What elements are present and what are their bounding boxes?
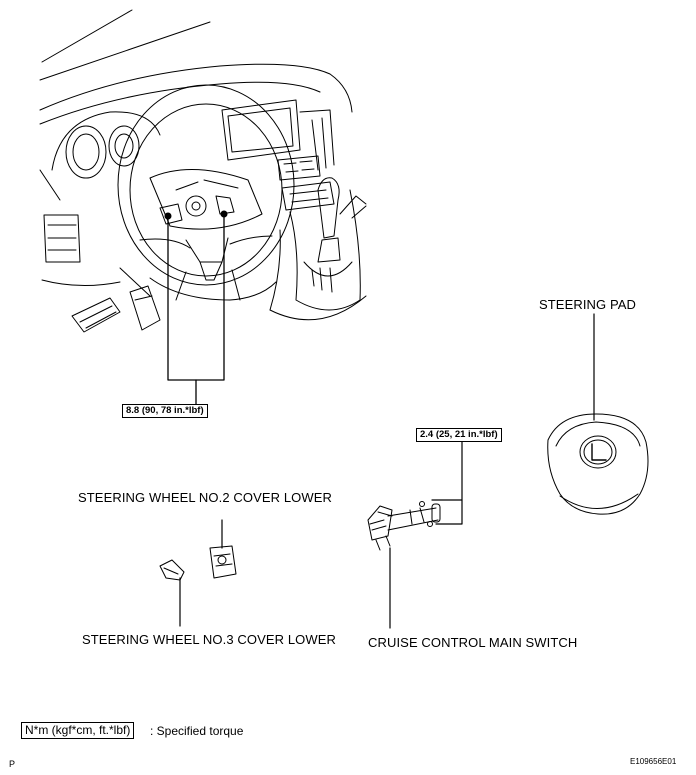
switch-torque-spec: 2.4 (25, 21 in.*lbf) — [416, 428, 502, 442]
wheel-torque-leader — [168, 216, 224, 404]
cover3-label: STEERING WHEEL NO.3 COVER LOWER — [82, 632, 336, 647]
torque-legend-text: : Specified torque — [150, 724, 244, 738]
steering-pad-label: STEERING PAD — [539, 297, 637, 312]
page-marker: P — [9, 759, 16, 769]
cruise-switch-drawing — [368, 442, 462, 628]
cruise-switch-label: CRUISE CONTROL MAIN SWITCH — [368, 635, 578, 650]
figure-id: E109656E01 — [630, 757, 677, 766]
cover-lower-drawings — [160, 520, 236, 626]
torque-unit-legend-box: N*m (kgf*cm, ft.*lbf) — [21, 722, 135, 740]
wheel-torque-spec: 8.8 (90, 78 in.*lbf) — [122, 404, 208, 418]
cover2-label: STEERING WHEEL NO.2 COVER LOWER — [78, 490, 332, 505]
steering-pad-drawing — [548, 314, 648, 514]
dashboard-illustration — [40, 10, 366, 332]
